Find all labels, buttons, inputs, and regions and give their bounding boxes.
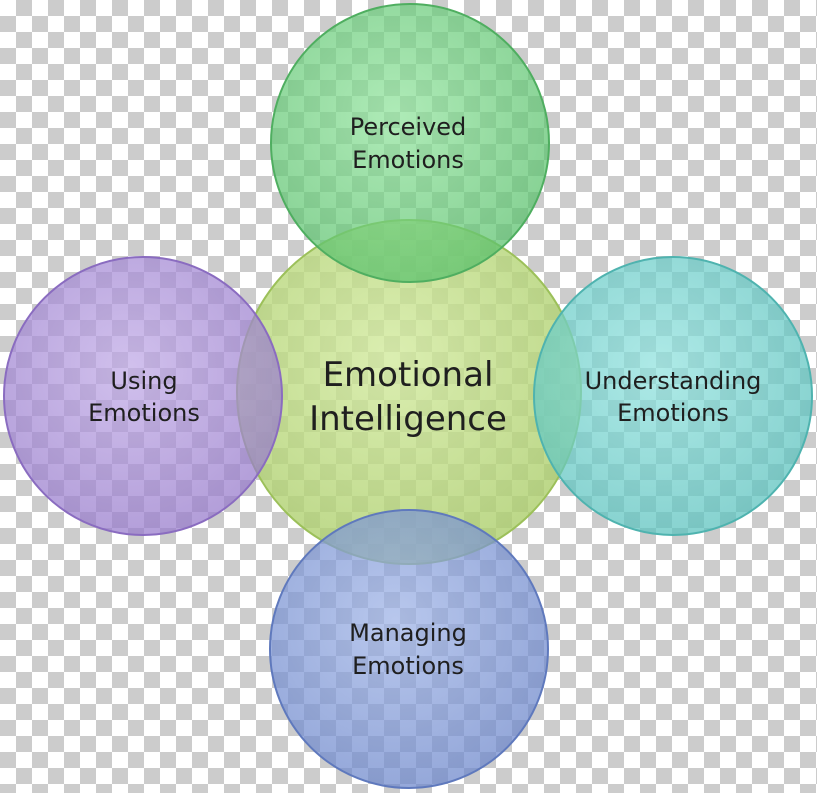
using-emotions-label-line2: Emotions <box>88 399 200 427</box>
managing-emotions-circle <box>269 509 549 789</box>
center-title-line1: Emotional <box>323 355 494 395</box>
perceived-emotions-circle <box>270 3 550 283</box>
using-emotions-label-line1: Using <box>110 367 177 395</box>
understanding-emotions-circle <box>533 256 813 536</box>
perceived-emotions-label-line1: Perceived <box>350 113 467 141</box>
perceived-emotions-label-line2: Emotions <box>352 146 464 174</box>
using-emotions-circle <box>3 256 283 536</box>
managing-emotions-label-line2: Emotions <box>352 652 464 680</box>
understanding-emotions-label-line2: Emotions <box>617 399 729 427</box>
understanding-emotions-label-line1: Understanding <box>585 367 762 395</box>
center-title-line2: Intelligence <box>309 399 507 439</box>
managing-emotions-label-line1: Managing <box>349 619 467 647</box>
